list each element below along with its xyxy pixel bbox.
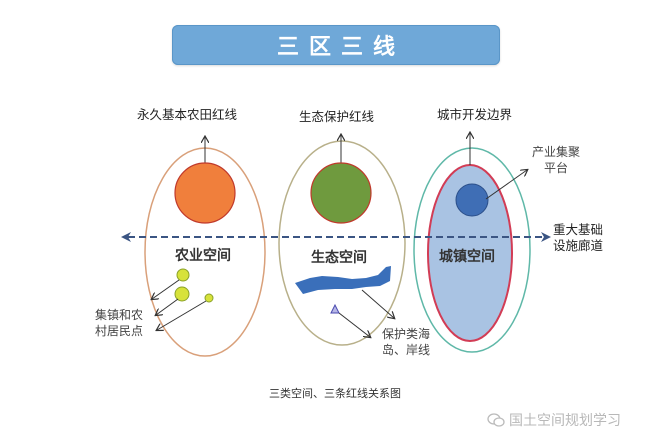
settlement-arrow-2: [156, 298, 179, 315]
industry-platform-circle: [455, 183, 489, 217]
island-coastline-shape: [295, 266, 391, 294]
watermark: 国土空间规划学习: [487, 410, 621, 430]
wechat-icon: [487, 413, 505, 427]
settlement-dot-3: [204, 293, 214, 303]
island-arrow: [338, 312, 370, 337]
corridor-arrow-left: [121, 232, 131, 242]
urban-boundary-label: 城市开发边界: [437, 107, 513, 122]
ecology-space-ellipse: [278, 140, 406, 346]
farmland-redline-circle: [174, 162, 236, 224]
settlement-dot-2: [174, 286, 190, 302]
corridor-arrow-right: [541, 232, 551, 242]
figure-caption: 三类空间、三条红线关系图: [269, 387, 401, 400]
agriculture-space-label: 农业空间: [175, 248, 231, 264]
urban-space-label: 城镇空间: [439, 249, 495, 265]
settlement-dot-1: [176, 268, 190, 282]
ecology-redline-label: 生态保护红线: [299, 109, 375, 124]
watermark-text: 国土空间规划学习: [509, 413, 621, 429]
ecology-redline-circle: [310, 162, 372, 224]
urban-outer-ellipse: [413, 147, 531, 353]
infrastructure-corridor-label: 重大基础 设施廊道: [553, 222, 604, 253]
island-triangle: [330, 303, 340, 314]
banner-title: 三区三线: [276, 35, 405, 60]
settlement-arrow-3: [157, 300, 207, 330]
title-banner: 三区三线: [172, 25, 500, 65]
settlement-arrow-1: [152, 279, 180, 299]
coastline-arrow: [361, 289, 394, 318]
settlements-label: 集镇和农 村居民点: [95, 308, 144, 338]
islands-coastline-label: 保护类海 岛、岸线: [382, 327, 431, 357]
industry-platform-label: 产业集聚 平台: [532, 145, 581, 175]
industry-arrow: [485, 170, 527, 200]
farmland-redline-label: 永久基本农田红线: [137, 107, 238, 122]
ecology-space-label: 生态空间: [311, 250, 367, 266]
